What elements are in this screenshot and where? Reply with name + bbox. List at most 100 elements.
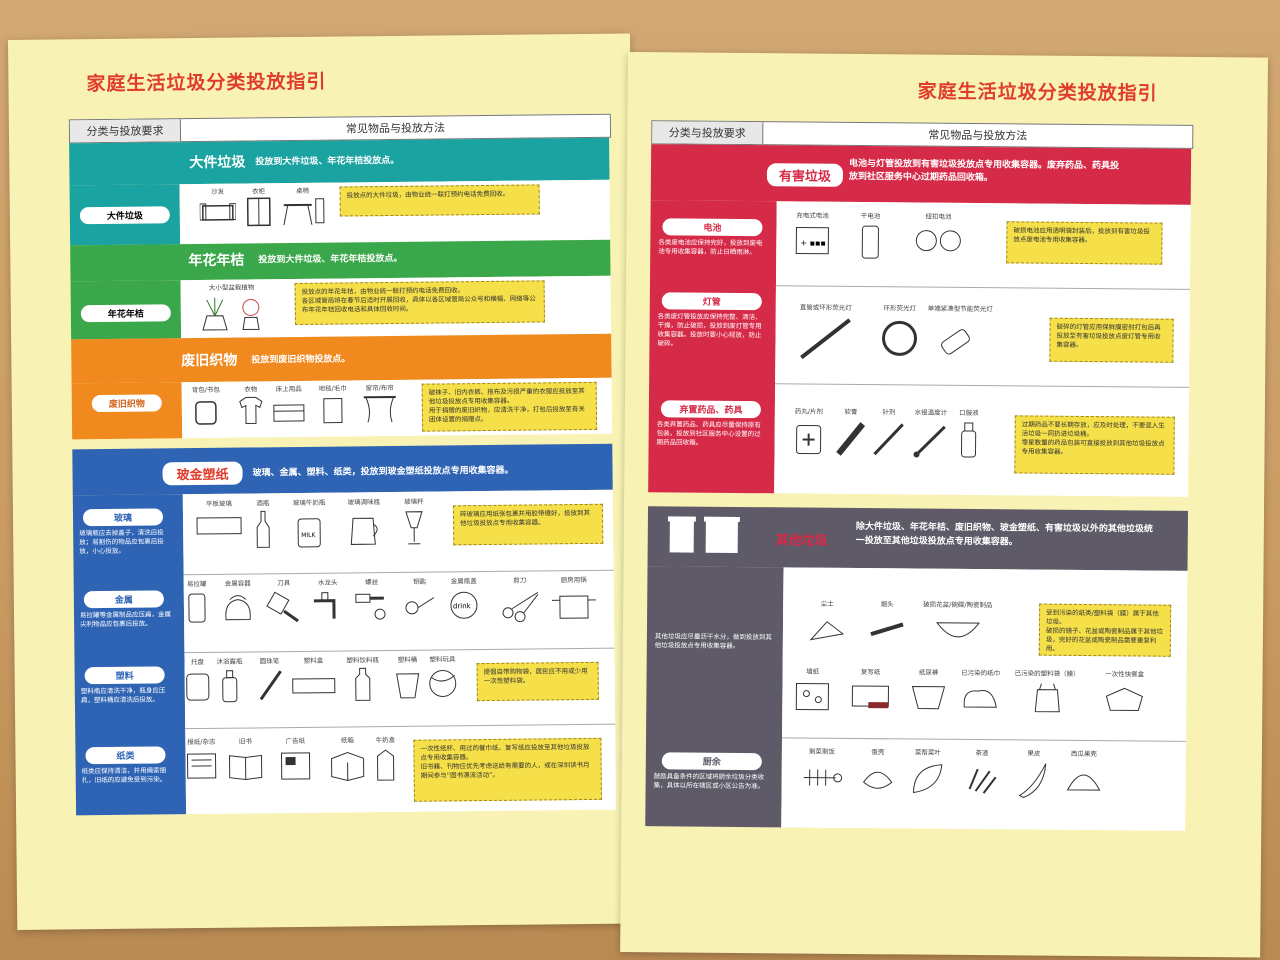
item-potted-plant: 大小型盆栽植物 xyxy=(197,281,268,334)
section-desc: 投放到大件垃圾、年花年桔投放点。 xyxy=(258,253,403,266)
item-milk-carton: 牛奶盒 xyxy=(371,734,400,782)
item-fruit-peel: 果皮 xyxy=(1013,747,1053,799)
item-button-battery: 纽扣电池 xyxy=(914,211,962,259)
section-tag: 年花年桔 xyxy=(80,304,171,323)
item-plastic-bucket: 塑料桶 xyxy=(392,654,423,702)
item-cigarette-butt: 烟头 xyxy=(867,598,907,646)
svg-text:drink: drink xyxy=(453,602,472,610)
item-dry-battery: 干电池 xyxy=(858,210,882,262)
subsection-tag: 电池 xyxy=(662,218,763,237)
item-keys: 钥匙 xyxy=(402,576,439,624)
item-ballpoint-pen: 圆珠笔 xyxy=(254,655,285,703)
item-plastic-box: 塑料盒 xyxy=(290,655,337,703)
item-screw: 螺丝 xyxy=(354,576,391,624)
item-tea-leaves: 茶渣 xyxy=(961,747,1001,799)
item-dirty-tissue: 已污染的纸巾 xyxy=(958,667,1002,715)
note-box: 破损电池应用透明袋封装后，投放到有害垃圾投放点废电池专用收集容器。 xyxy=(1006,221,1163,265)
note-box: 投放点的年花年桔，由物业统一联打预约电话免费回收。各区城管局将在春节后适时开展回… xyxy=(294,280,545,326)
note-box: 投放点的大件垃圾，由物业统一联打预约电话免费回收。 xyxy=(339,184,540,217)
item-leftovers: 剩菜剩饭 xyxy=(800,746,844,798)
subsection-text: 其他垃圾应尽量沥干水分，做到投放到其他垃圾投放点专用收集容器。 xyxy=(654,632,772,650)
item-ring-lamp: 环形荧光灯 xyxy=(877,302,922,364)
subsection-text: 各类弃置药品、药具应尽量保持原有包装，投放到社区服务中心设置的过期药品回收箱。 xyxy=(656,420,761,447)
item-pot: 厨房用锅 xyxy=(551,574,597,622)
subsection-tag: 塑料 xyxy=(84,666,165,685)
item-dust: 尘土 xyxy=(807,598,847,646)
item-diaper: 纸尿裤 xyxy=(908,666,948,714)
subsection-text: 鼓励具备条件的区域将厨余垃圾分类收集，具体以所在辖区或小区公告为准。 xyxy=(653,772,765,791)
note-box: 一次性纸杯、用过的餐巾纸、复写纸应投放至其他垃圾投放点专用收集容器。旧书籍、刊物… xyxy=(413,737,602,802)
subsection-text: 各类废灯管投放应保持完整、清洁、干燥，防止破损，投放到废灯管专用收集容器。投放时… xyxy=(657,312,762,348)
item-tube-lamp: 直管或环形荧光灯 xyxy=(795,301,856,364)
item-flyer: 广告纸 xyxy=(277,735,314,783)
subsection-text: 塑料瓶应清洗干净，瓶身应压扁，塑料桶应清洗后投放。 xyxy=(80,686,166,705)
item-wine-bottle: 酒瓶 xyxy=(253,497,274,549)
item-sofa: 沙发 xyxy=(199,186,236,224)
subsection-text: 纸类应保持清洁，并用绳索捆扎，旧纸的应避免受到污染。 xyxy=(81,766,167,785)
item-table-chair: 桌椅 xyxy=(280,185,326,227)
header-col-requirements: 分类与投放要求 xyxy=(652,121,764,145)
item-curtain: 窗帘/布帘 xyxy=(362,382,398,424)
item-oral-liquid: 口服液 xyxy=(956,407,980,459)
subsection-text: 各类废电池应保持完好，投放到废电池专用收集容器，防止日晒雨淋。 xyxy=(658,238,763,257)
section-tag: 大件垃圾 xyxy=(79,206,170,225)
item-glass-cup: 玻璃杯 xyxy=(403,496,426,548)
section-title: 玻金塑纸 xyxy=(162,461,243,486)
note-box: 过期药品不要长期存放，应及时处理，不要混入生活垃圾一同扔进垃圾桶。零星数量的药品… xyxy=(1014,415,1175,475)
section-title: 其他垃圾 xyxy=(775,533,828,549)
page-title: 家庭生活垃圾分类投放指引 xyxy=(86,70,327,96)
item-metal-kettle: 金属容器 xyxy=(220,577,257,625)
subsection-tag: 金属 xyxy=(83,590,164,609)
section-title: 年花年桔 xyxy=(188,252,245,270)
item-plastic-toy: 塑料玩具 xyxy=(426,653,459,701)
subsection-tag: 厨余 xyxy=(661,752,762,771)
item-faucet: 水龙头 xyxy=(310,576,347,624)
subsection-text: 易拉罐等金属制品应压扁，金属尖利物品应包裹后投放。 xyxy=(79,610,172,629)
item-clothes: 衣物 xyxy=(236,383,266,425)
item-ointment: 软膏 xyxy=(832,406,868,458)
item-carbon-paper: 复写纸 xyxy=(848,666,892,714)
item-dirty-plastic-bag: 已污染的塑料袋（膜） xyxy=(1014,667,1080,716)
item-knife: 刀具 xyxy=(266,577,303,625)
brochure-page-left: 家庭生活垃圾分类投放指引 分类与投放要求 常见物品与投放方法 大件垃圾 投放到大… xyxy=(8,33,640,930)
page-title: 家庭生活垃圾分类投放指引 xyxy=(917,80,1158,105)
svg-text:MILK: MILK xyxy=(301,532,316,539)
item-takeout-box: 一次性快餐盒 xyxy=(1102,668,1146,716)
item-bedding: 床上用品 xyxy=(270,383,308,425)
item-eggshell: 蛋壳 xyxy=(857,746,897,798)
section-desc: 除大件垃圾、年花年桔、废旧织物、玻金塑纸、有害垃圾以外的其他垃圾统一投放至其他垃… xyxy=(855,522,1153,548)
item-melon-rind: 西瓜果壳 xyxy=(1063,748,1103,800)
header-col-items: 常见物品与投放方法 xyxy=(345,121,446,136)
item-plastic-drink-bottle: 塑料饮料瓶 xyxy=(346,654,379,702)
item-carton: 纸箱 xyxy=(327,734,368,782)
item-backpack: 背包/书包 xyxy=(192,384,221,426)
svg-text:+ ▪▪▪: + ▪▪▪ xyxy=(800,239,826,248)
subsection-text: 玻璃瓶应去掉盖子，清洗后投放；易割伤的物品应包裹后投放，小心投放。 xyxy=(79,528,164,556)
header-col-requirements: 分类与投放要求 xyxy=(69,119,182,143)
section-title: 有害垃圾 xyxy=(766,163,844,187)
item-sauce-jar: 玻璃调味瓶 xyxy=(347,496,382,548)
item-shower-gel-bottle: 沐浴露瓶 xyxy=(216,656,243,704)
section-desc: 玻璃、金属、塑料、纸类，投放到玻金塑纸投放点专用收集容器。 xyxy=(252,465,514,479)
section-tag: 废旧织物 xyxy=(91,394,162,413)
section-desc: 投放到大件垃圾、年花年桔投放点。 xyxy=(255,155,400,168)
item-old-book: 旧书 xyxy=(225,735,266,783)
note-box: 提倡自带购物袋，居民应不用或少用一次性塑料袋。 xyxy=(476,661,599,702)
item-can: 易拉罐 xyxy=(186,578,209,626)
item-syringe: 针剂 xyxy=(870,406,906,458)
section-desc: 投放到废旧织物投放点。 xyxy=(251,354,351,366)
trash-bin-icon xyxy=(703,513,740,555)
subsection-tag: 弃置药品、药具 xyxy=(660,400,761,419)
item-scissors: 剪刀 xyxy=(500,574,541,623)
section-title: 大件垃圾 xyxy=(189,154,246,172)
note-box: 破袜子、旧内衣裤、拖布及污损严重的衣服应投放至其他垃圾投放点专用收集容器。用于捐… xyxy=(421,381,598,432)
subsection-tag: 玻璃 xyxy=(82,508,164,527)
item-vegetable-leaves: 菜帮菜叶 xyxy=(907,746,947,798)
note-box: 碎玻璃应用纸张包裹并用胶带缠好，投放到其他垃圾投放点专用收集容器。 xyxy=(452,503,604,546)
brochure-page-right: 家庭生活垃圾分类投放指引 分类与投放要求 常见物品与投放方法 有害垃圾 电池与灯… xyxy=(620,52,1268,958)
header-col-items: 常见物品与投放方法 xyxy=(928,128,1028,143)
trash-bin-icon xyxy=(667,512,696,554)
item-wardrobe: 衣柜 xyxy=(246,185,272,227)
section-title: 废旧织物 xyxy=(181,352,238,370)
